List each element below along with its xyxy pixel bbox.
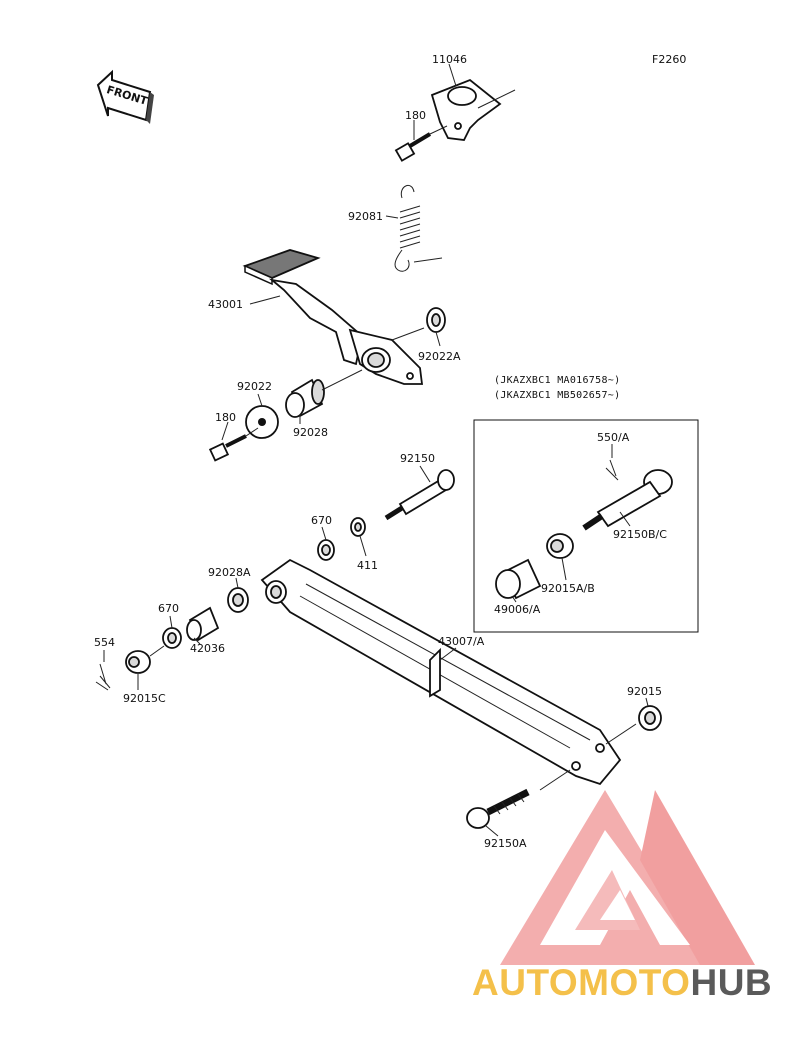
front-arrow-icon bbox=[96, 69, 154, 124]
label-554: 554 bbox=[94, 636, 115, 649]
label-92150BC: 92150B/C bbox=[613, 528, 667, 541]
bolt-92150A bbox=[466, 788, 530, 829]
watermark-text-part2: HUB bbox=[690, 962, 773, 1003]
label-92081: 92081 bbox=[348, 210, 383, 223]
label-180-mid: 180 bbox=[215, 411, 236, 424]
bracket-11046 bbox=[430, 78, 516, 141]
label-670-low: 670 bbox=[158, 602, 179, 615]
label-92150: 92150 bbox=[400, 452, 435, 465]
label-43007A: 43007/A bbox=[438, 635, 485, 648]
washer-92022A bbox=[426, 307, 446, 333]
shaft-92150 bbox=[384, 469, 455, 521]
clip-554 bbox=[95, 663, 111, 691]
spring-92081 bbox=[394, 184, 443, 272]
clip-550A bbox=[605, 459, 619, 481]
label-411: 411 bbox=[357, 559, 378, 572]
label-92022: 92022 bbox=[237, 380, 272, 393]
figure-id: F2260 bbox=[652, 53, 687, 66]
cap-49006A bbox=[495, 558, 542, 600]
washer-670-top bbox=[317, 539, 335, 561]
label-92022A: 92022A bbox=[418, 350, 461, 363]
bushing-92028 bbox=[285, 369, 363, 418]
label-11046: 11046 bbox=[432, 53, 467, 66]
label-92150A: 92150A bbox=[484, 837, 527, 850]
watermark-text: AUTOMOTOHUB bbox=[472, 962, 772, 1004]
bolt-92150BC bbox=[582, 469, 673, 531]
bolt-180-top bbox=[394, 125, 448, 162]
variant-note-line2: (JKAZXBC1 MB502657~) bbox=[494, 390, 621, 401]
label-43001: 43001 bbox=[208, 298, 243, 311]
variant-note-line1: (JKAZXBC1 MA016758~) bbox=[494, 375, 621, 386]
label-180-top: 180 bbox=[405, 109, 426, 122]
washer-411 bbox=[350, 517, 366, 537]
watermark-text-part1: AUTOMOTO bbox=[472, 962, 691, 1003]
label-92028: 92028 bbox=[293, 426, 328, 439]
bushing-92028A bbox=[227, 587, 249, 613]
label-92028A: 92028A bbox=[208, 566, 251, 579]
label-92015AB: 92015A/B bbox=[541, 582, 595, 595]
washer-92022 bbox=[245, 405, 279, 439]
leader-lines bbox=[103, 63, 649, 837]
watermark-logo-icon bbox=[500, 790, 755, 965]
nut-92015 bbox=[638, 705, 662, 731]
label-49006A: 49006/A bbox=[494, 603, 541, 616]
brake-pedal-43001 bbox=[242, 249, 425, 385]
collar-42036 bbox=[186, 606, 220, 642]
label-42036: 42036 bbox=[190, 642, 225, 655]
rod-43007A bbox=[260, 558, 637, 791]
nut-92015AB bbox=[546, 533, 574, 559]
nut-92015C bbox=[125, 645, 165, 674]
label-670-top: 670 bbox=[311, 514, 332, 527]
bolt-180-mid bbox=[208, 427, 259, 462]
label-92015: 92015 bbox=[627, 685, 662, 698]
variant-box bbox=[473, 419, 699, 633]
label-92015C: 92015C bbox=[123, 692, 166, 705]
washer-670-low bbox=[162, 627, 182, 649]
label-550A: 550/A bbox=[597, 431, 630, 444]
